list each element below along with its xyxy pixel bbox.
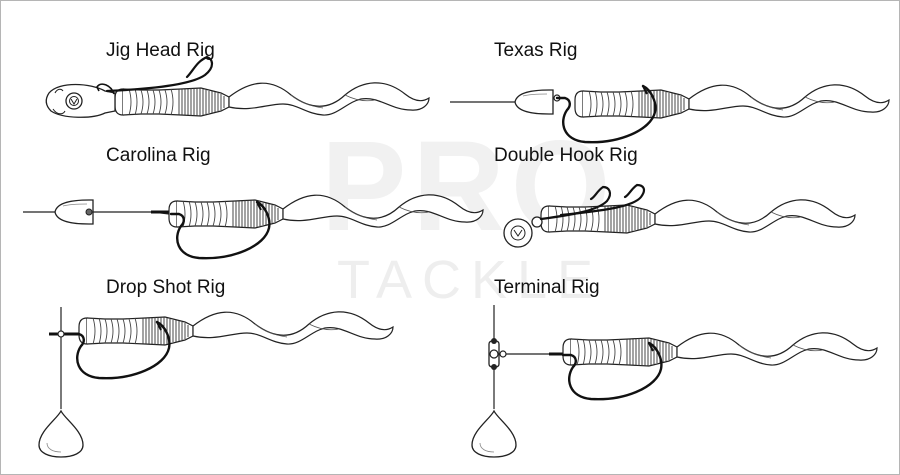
label-texas-rig: Texas Rig (494, 40, 578, 61)
carolina-line (23, 211, 170, 215)
label-carolina-rig: Carolina Rig (106, 145, 211, 166)
trailer-hook (559, 183, 646, 217)
jig-ball (503, 218, 533, 248)
terminal-rig (471, 305, 878, 458)
double-hook-rig (503, 183, 856, 248)
label-drop-shot-rig: Drop Shot Rig (106, 277, 226, 298)
watermark-sub: TACKLE (337, 250, 604, 310)
texas-rig (450, 84, 890, 144)
label-jig-head-rig: Jig Head Rig (106, 40, 215, 61)
jig-hook (105, 55, 214, 93)
terminal-line (493, 305, 553, 409)
carolina-rig (23, 194, 484, 260)
jig-head-rig (45, 55, 430, 118)
label-terminal-rig: Terminal Rig (494, 277, 600, 298)
drop-shot-rig (38, 307, 394, 458)
label-double-hook-rig: Double Hook Rig (494, 145, 638, 166)
